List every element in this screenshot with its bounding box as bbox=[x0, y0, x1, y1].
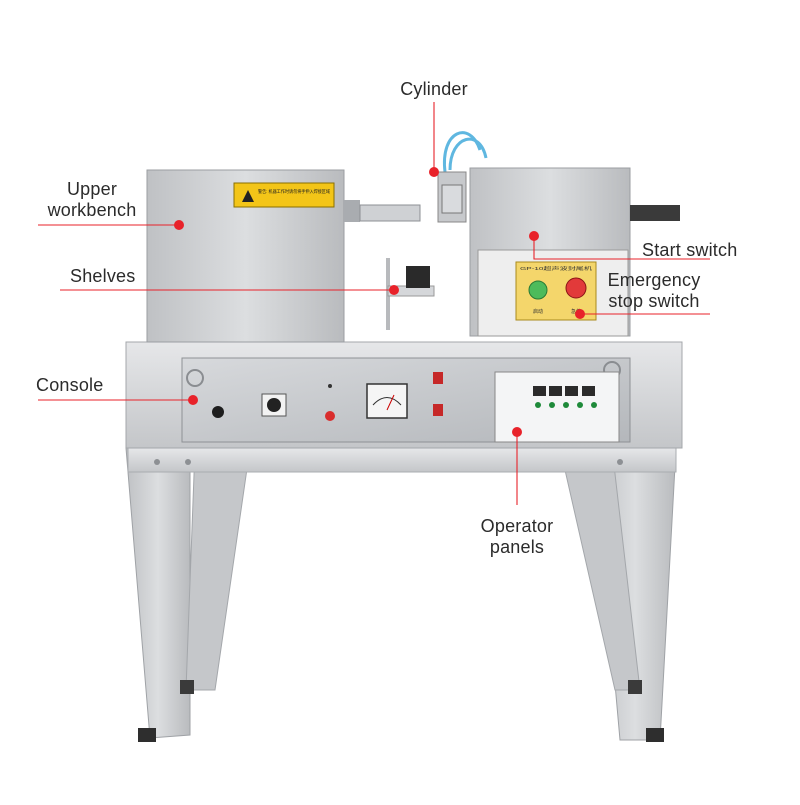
upper-workbench-line1: Upper bbox=[66, 179, 118, 199]
crossbar bbox=[127, 447, 677, 473]
warning-icon bbox=[242, 190, 254, 202]
emergency-stop-icon bbox=[565, 277, 587, 299]
indicator-light-icon bbox=[325, 411, 335, 421]
operator-panels-label: Operator panels bbox=[462, 516, 572, 558]
console-label-text: Console bbox=[36, 375, 104, 395]
left-leg bbox=[125, 447, 251, 742]
right-leg bbox=[559, 447, 677, 742]
start-switch-label: Start switch bbox=[642, 240, 737, 261]
start-switch-label-text: Start switch bbox=[642, 240, 738, 260]
warning-sign-text: 警告: 机器工作时请勿将手伸入焊接区域 bbox=[258, 188, 330, 195]
upper-workbench-line2: workbench bbox=[47, 200, 137, 220]
shelves-label: Shelves bbox=[70, 266, 135, 287]
welding-horn bbox=[359, 204, 421, 222]
fuse-holder-icon bbox=[212, 406, 224, 418]
power-selector-icon bbox=[267, 398, 281, 412]
emergency-stop-line2: stop switch bbox=[608, 291, 700, 311]
switch-plate-title: GP-10超声波封尾机 bbox=[520, 265, 593, 272]
start-switch-icon bbox=[528, 280, 548, 300]
emergency-stop-label: Emergency stop switch bbox=[590, 270, 718, 312]
console-label: Console bbox=[36, 375, 103, 396]
upper-workbench-label: Upper workbench bbox=[32, 179, 152, 221]
cylinder-label: Cylinder bbox=[389, 79, 479, 100]
shelf-block bbox=[406, 266, 430, 288]
emergency-stop-line1: Emergency bbox=[607, 270, 701, 290]
ammeter-icon bbox=[366, 383, 408, 419]
operator-panels-line1: Operator bbox=[480, 516, 554, 536]
cylinder-label-text: Cylinder bbox=[400, 79, 468, 99]
callout-dots bbox=[174, 167, 585, 437]
operator-panels-line2: panels bbox=[489, 537, 545, 557]
warning-sign bbox=[233, 182, 335, 208]
red-toggle-icon bbox=[433, 404, 443, 416]
shelves-label-text: Shelves bbox=[70, 266, 136, 286]
callout-lines bbox=[38, 102, 710, 505]
right-shaft bbox=[630, 205, 680, 221]
start-switch-caption: 启动 bbox=[533, 308, 543, 315]
